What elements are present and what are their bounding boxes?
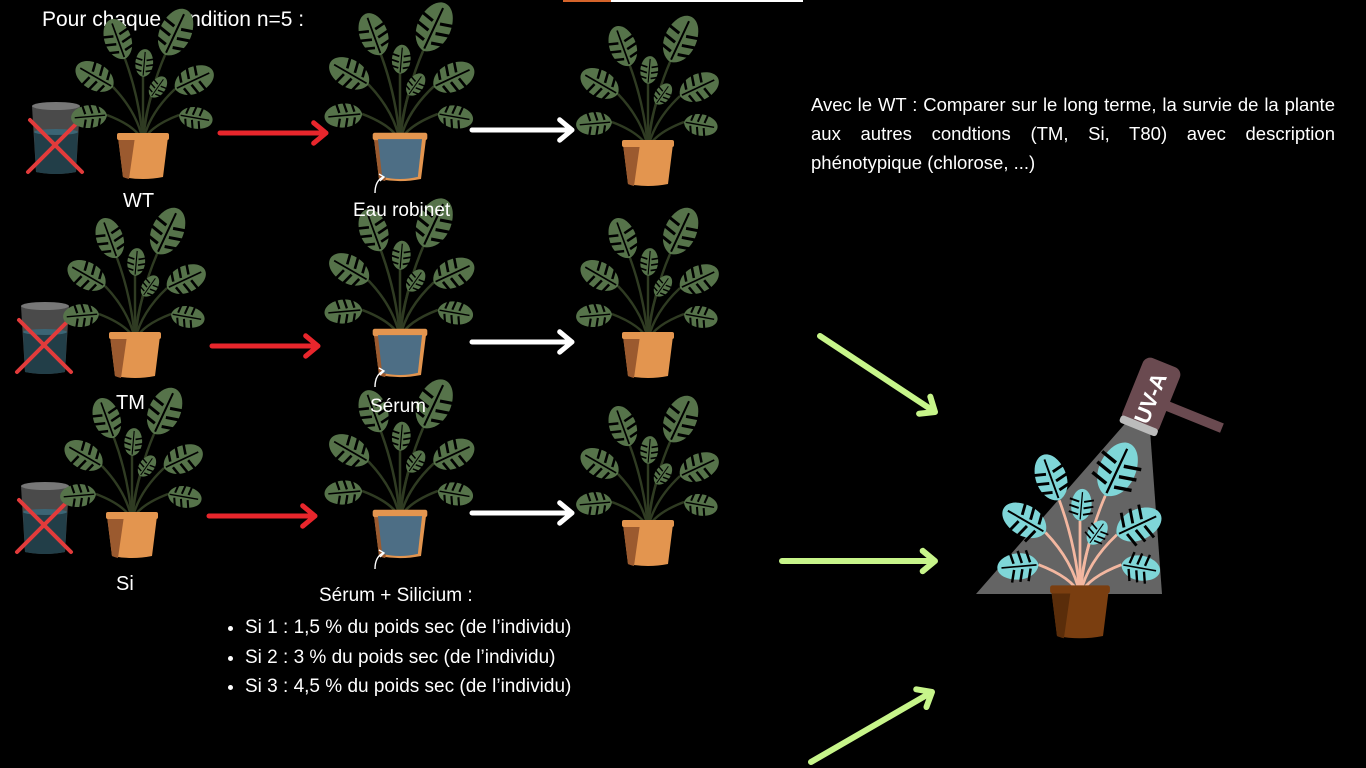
pointer-arrow-icon: [374, 176, 384, 194]
plant-icon-si-watered: [324, 379, 475, 559]
pointer-arrow-icon: [374, 552, 384, 570]
green-arrow-bottom: [808, 686, 935, 765]
treatment-label-serum-silicium: Sérum + Silicium :: [319, 585, 473, 606]
plant-icon-wt-start: [71, 8, 214, 179]
list-item: Si 3 : 4,5 % du poids sec (de l’individu…: [245, 672, 571, 702]
plant-icon-tm-result: [576, 207, 719, 378]
plant-icon-si-start: [60, 387, 203, 558]
white-arrow-row-tm: [469, 329, 575, 355]
row-label-si: Si: [116, 573, 134, 595]
row-label-wt: WT: [123, 190, 155, 212]
crossed-water-glass-icon: [26, 102, 84, 174]
red-arrow-row-tm: [209, 333, 321, 359]
white-arrow-row-si: [469, 500, 575, 526]
treatment-label-serum: Sérum: [370, 396, 426, 417]
plant-icon-tm-watered: [324, 198, 475, 378]
top-bar: [563, 0, 803, 2]
plant-icon-wt-result: [576, 15, 719, 186]
pointer-arrow-head-icon: [378, 549, 386, 558]
uv-a-lamp-icon: UV-A: [1119, 357, 1224, 437]
list-item: Si 1 : 1,5 % du poids sec (de l’individu…: [245, 613, 571, 643]
plant-icon-si-result: [576, 395, 719, 566]
plant-icon-wt-watered: [324, 2, 475, 182]
plant-icon-tm-start: [63, 207, 206, 378]
red-arrow-row-si: [206, 503, 318, 529]
treatment-label-eau-robinet: Eau robinet: [353, 200, 451, 221]
comparison-note: Avec le WT : Comparer sur le long terme,…: [811, 94, 1335, 173]
crossed-water-glass-icon: [15, 482, 73, 554]
row-label-tm: TM: [116, 392, 145, 414]
green-arrow-top: [817, 333, 938, 417]
list-item: Si 2 : 3 % du poids sec (de l’individu): [245, 643, 571, 673]
crossed-water-glass-icon: [15, 302, 73, 374]
green-arrow-middle: [779, 547, 938, 575]
pointer-arrow-head-icon: [378, 367, 386, 376]
pointer-arrow-icon: [374, 370, 384, 388]
white-arrow-row-wt: [469, 117, 575, 143]
top-bar-accent: [563, 0, 611, 2]
red-arrow-row-wt: [217, 120, 329, 146]
plant-icon-uv-exposed: [997, 442, 1162, 639]
silicium-dose-list: Si 1 : 1,5 % du poids sec (de l’individu…: [227, 613, 571, 702]
pointer-arrow-head-icon: [378, 173, 386, 182]
